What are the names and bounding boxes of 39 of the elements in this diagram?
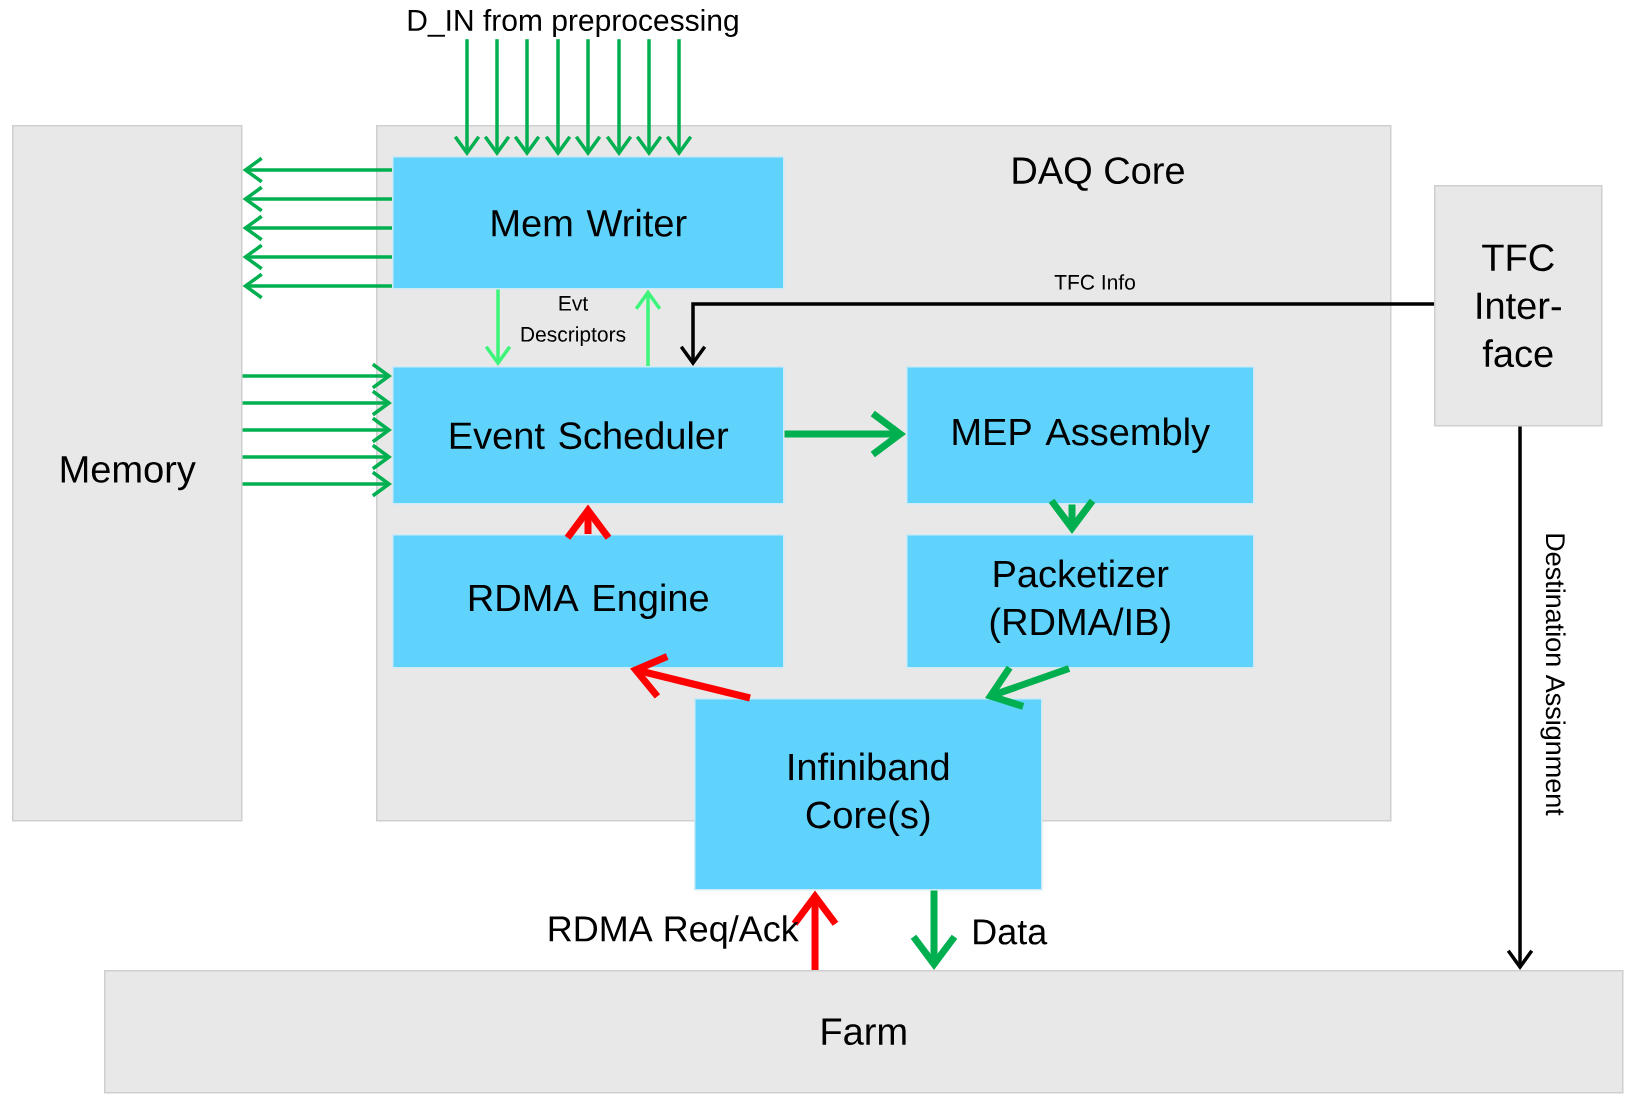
- arrow: [242, 362, 392, 390]
- arrow: [484, 289, 512, 366]
- block-panel: TFC Inter- face: [1434, 185, 1603, 427]
- edge-label: TFC Info: [1054, 274, 1135, 290]
- arrow: [635, 39, 663, 156]
- arrow: [574, 39, 602, 156]
- arrow: [483, 39, 511, 156]
- process-box: Mem Writer: [392, 156, 785, 290]
- arrow: [453, 39, 481, 156]
- arrow: [242, 185, 392, 213]
- arrow: [242, 470, 392, 498]
- arrow: [679, 302, 1434, 366]
- block-panel: Memory: [12, 125, 243, 822]
- process-box: Packetizer (RDMA/IB): [906, 534, 1255, 669]
- edge-label: Evt Descriptors: [521, 296, 626, 346]
- process-box: MEP Assembly: [906, 366, 1255, 505]
- process-box: RDMA Engine: [392, 534, 785, 669]
- arrow: [242, 156, 392, 184]
- arrow: [634, 289, 662, 366]
- edge-label: RDMA Req/Ack: [549, 915, 799, 949]
- arrow: [242, 416, 392, 444]
- arrow: [630, 653, 751, 702]
- input-label: D_IN from preprocessing: [408, 9, 738, 37]
- block-panel: Farm: [104, 970, 1624, 1094]
- process-box: Event Scheduler: [392, 366, 785, 505]
- arrow: [242, 443, 392, 471]
- arrow: [665, 39, 693, 156]
- process-box: Infiniband Core(s): [694, 698, 1043, 891]
- arrow: [242, 243, 392, 271]
- edge-label: Destination Assignment: [1540, 534, 1566, 816]
- arrow: [1506, 426, 1534, 970]
- arrow: [784, 410, 906, 458]
- arrow: [242, 214, 392, 242]
- edge-label: Data: [974, 919, 1048, 945]
- arrow: [242, 389, 392, 417]
- arrow: [605, 39, 633, 156]
- arrow: [513, 39, 541, 156]
- arrow: [544, 39, 572, 156]
- arrow: [242, 272, 392, 300]
